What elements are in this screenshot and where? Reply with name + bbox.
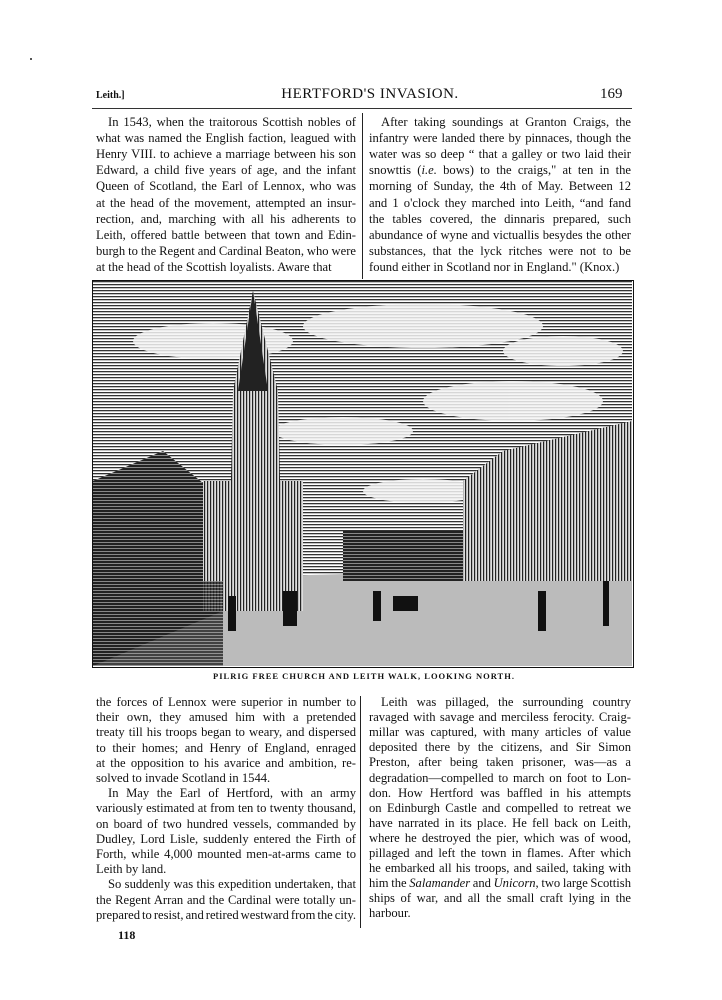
text-line: ships of war, and all the small craft ly… [369, 891, 631, 906]
text-line: pillaged and left the town in flames. Af… [369, 846, 631, 860]
scan-speck [30, 58, 32, 60]
text-line: After taking soundings at Granton Craigs… [381, 115, 631, 129]
text-line: Edward, a child five years of age, and t… [96, 163, 356, 178]
text-line: Henry VIII. to achieve a marriage betwee… [96, 147, 356, 162]
page-title: HERTFORD'S INVASION. [281, 86, 459, 102]
text-line: Forth, while 4,000 mounted men-at-arms c… [96, 847, 356, 861]
text-line: to their homes; and Henry of England, en… [96, 740, 356, 755]
text-line: at the head of the movement, attempted a… [96, 195, 356, 210]
text-line: him the Salamander and Unicorn, two larg… [369, 876, 631, 891]
text-line: Leith, offered battle between that town … [96, 227, 356, 242]
text-line: their own, they amused him with a preten… [96, 710, 356, 725]
text-line: millar was captured, with many articles … [369, 725, 631, 740]
column-divider-top [362, 113, 363, 279]
text-line: don. How Hertford was baffled in his att… [369, 785, 631, 800]
text-line: solved to invade Scotland in 1544. [96, 771, 271, 785]
text-line: Dudley, Lord Lisle, suddenly entered the… [96, 831, 356, 846]
text-line: ravaged with savage and merciless feroci… [369, 710, 631, 725]
text-line: rection, and, marching with all his adhe… [96, 211, 356, 226]
engraving [93, 281, 632, 666]
text-line: and 1 o'clock they marched into Leith, “… [369, 195, 631, 210]
text-line: abundance of wyne and victuallis besydes… [369, 227, 631, 242]
text-line: where he destroyed the pier, which was o… [369, 830, 631, 845]
illustration-pilrig-church [92, 280, 634, 668]
text-line: the forces of Lennox were superior in nu… [96, 695, 356, 709]
text-line: at the head of the Scottish loyalists. A… [96, 259, 332, 274]
column-divider-bottom [360, 696, 361, 928]
text-line: have narrated in its place. He fell back… [369, 815, 631, 830]
text-line: Leith by land. [96, 862, 167, 877]
text-line: In May the Earl of Hertford, with an arm… [108, 786, 356, 801]
text-line: Leith was pillaged, the surrounding coun… [381, 695, 631, 709]
text-line: infantry were landed there by pinnaces, … [369, 131, 631, 146]
text-line: he embarked all his troops, and sailed, … [369, 861, 631, 876]
text-line: Queen of Scotland, the Earl of Lennox, w… [96, 179, 356, 194]
text-line: found either in Scotland nor in England.… [369, 259, 620, 274]
text-line: burgh to the Regent and Cardinal Beaton,… [96, 243, 356, 258]
running-head: Leith.] [96, 90, 125, 101]
text-line: water was so deep “ that a galley or two… [369, 147, 631, 162]
text-line: the Regent Arran and the Cardinal were t… [96, 892, 356, 907]
text-line: substances, that the lyck ritches were n… [369, 243, 631, 258]
text-line: prepared to resist, and retired westward… [96, 907, 356, 922]
figure-caption: PILRIG FREE CHURCH AND LEITH WALK, LOOKI… [213, 671, 515, 681]
text-line: snowttis (i.e. bows) to the craigs," at … [369, 163, 631, 178]
text-line: at the opposition to his avarice and amb… [96, 755, 356, 770]
text-line: variously estimated at from ten to twent… [96, 801, 356, 816]
signature-mark: 118 [118, 928, 136, 942]
text-line: what was named the English faction, leag… [96, 131, 356, 146]
text-line: deposited there by the citizens, and Sir… [369, 740, 631, 755]
text-line: treaty till his troops began to weary, a… [96, 725, 356, 740]
text-line: degradation—compelled to march on foot t… [369, 770, 631, 785]
text-line: harbour. [369, 906, 411, 921]
text-line: on board of two hundred vessels, command… [96, 816, 356, 831]
header-rule [92, 108, 632, 109]
text-line: In 1543, when the traitorous Scottish no… [108, 115, 356, 129]
text-line: morning of Sunday, the 4th of May. Betwe… [369, 179, 631, 194]
text-line: on Edinburgh Castle and compelled to ret… [369, 800, 631, 815]
page-number: 169 [600, 86, 623, 102]
text-line: the tables covered, the dinnaris prepare… [369, 211, 631, 226]
text-line: Preston, after being taken prisoner, was… [369, 755, 631, 770]
text-line: So suddenly was this expedition undertak… [108, 877, 356, 892]
